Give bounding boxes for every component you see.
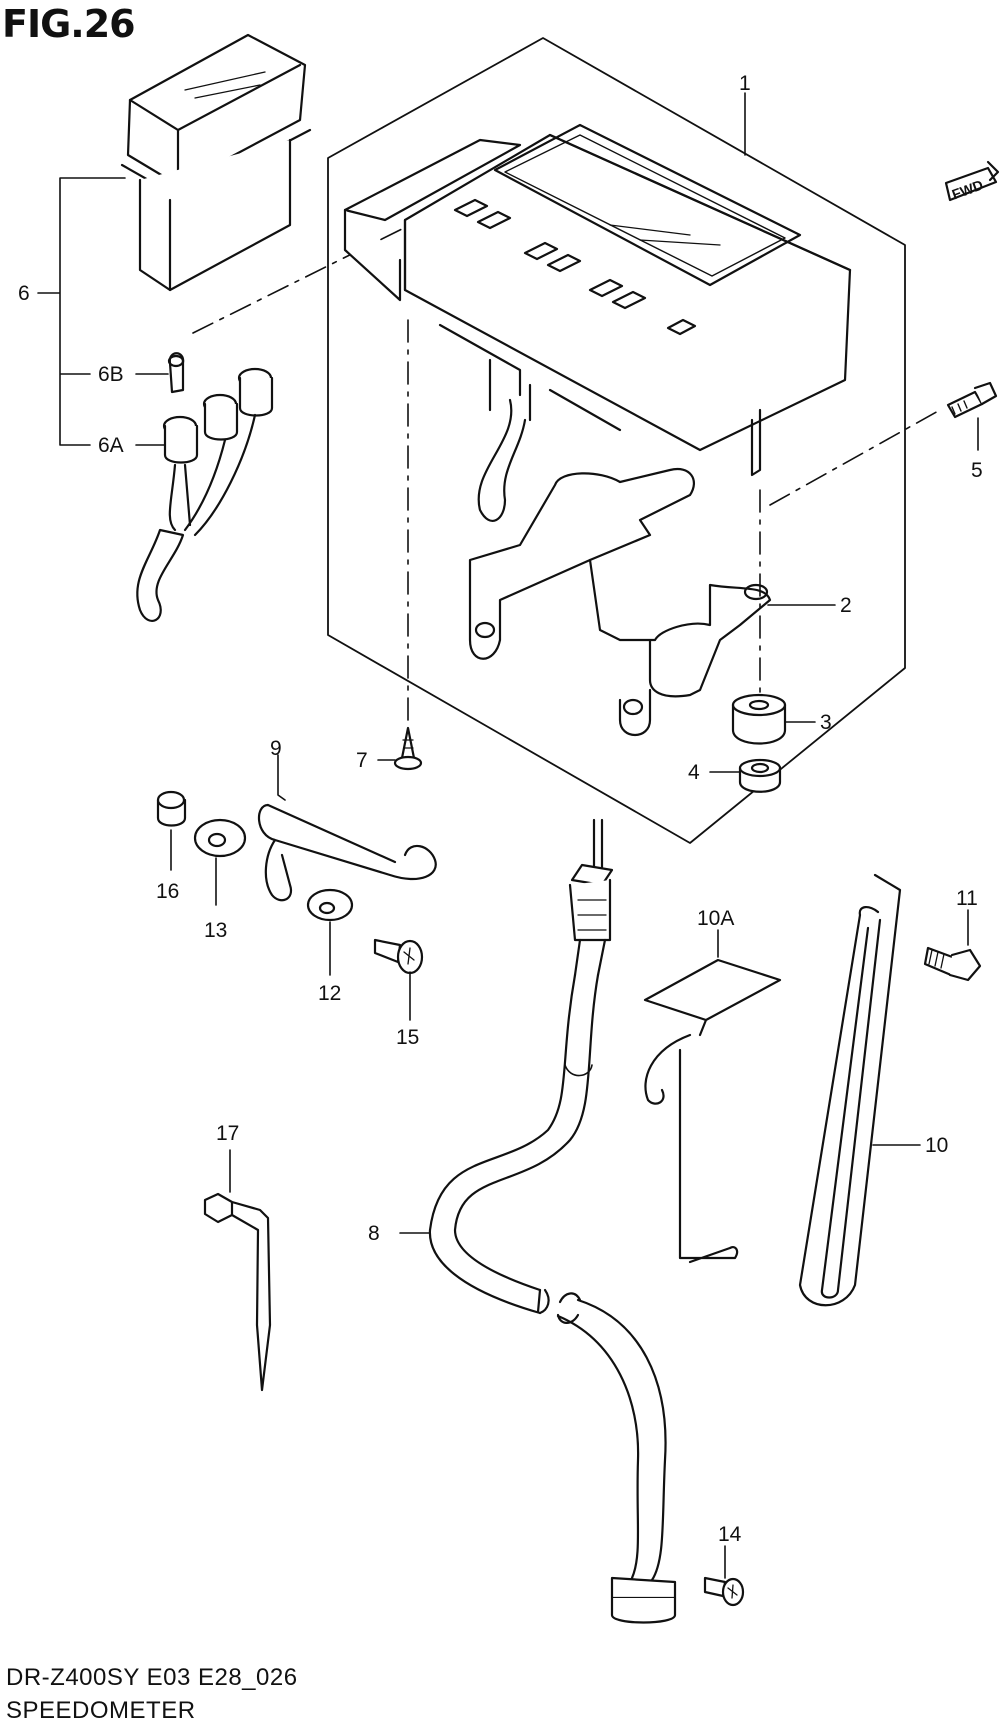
- screw-14: [703, 1576, 745, 1607]
- clamp-wire-9: [258, 803, 437, 902]
- callout-3: 3: [820, 711, 832, 734]
- callout-4: 4: [688, 761, 700, 784]
- band-10: [798, 873, 902, 1307]
- washer-12: [306, 888, 354, 922]
- callout-7: 7: [356, 749, 368, 772]
- tapping-screw-7: [393, 726, 423, 771]
- speedometer-cable: [428, 818, 677, 1624]
- flange-nut: [738, 758, 782, 793]
- assembly-boundary-box: [327, 37, 906, 844]
- callout-10a: 10A: [697, 907, 734, 930]
- callout-1: 1: [739, 72, 751, 95]
- bolt-5: [946, 381, 998, 419]
- figure-title: FIG.26: [2, 2, 136, 46]
- callout-6a: 6A: [98, 434, 124, 457]
- callout-13: 13: [204, 919, 227, 942]
- forward-direction-badge: FWD: [944, 160, 1000, 202]
- callout-2: 2: [840, 594, 852, 617]
- callout-8: 8: [368, 1222, 380, 1245]
- bolt-11: [923, 946, 982, 982]
- callout-5: 5: [971, 459, 983, 482]
- bolt-axis-line-5: [769, 409, 941, 506]
- callout-6b: 6B: [98, 363, 124, 386]
- callout-6: 6: [18, 282, 30, 305]
- screw-15: [373, 938, 424, 975]
- callout-12: 12: [318, 982, 341, 1005]
- section-name: SPEEDOMETER: [6, 1697, 196, 1724]
- meter-bracket: [468, 467, 772, 736]
- washer-13: [193, 818, 247, 858]
- callout-10: 10: [925, 1134, 948, 1157]
- bulb-socket-harness: [136, 352, 274, 622]
- callout-11: 11: [956, 887, 978, 910]
- rubber-cushion: [731, 693, 787, 745]
- nut-16: [156, 790, 187, 827]
- speedometer-meter-body: [343, 123, 852, 477]
- meter-cover: [120, 33, 312, 292]
- callout-9: 9: [270, 737, 282, 760]
- callout-leaders: [170, 92, 979, 1579]
- callout-15: 15: [396, 1026, 419, 1049]
- meter-wiring-lead: [477, 398, 527, 522]
- leader-6-bracket: [37, 177, 169, 446]
- callout-17: 17: [216, 1122, 239, 1145]
- callout-14: 14: [718, 1523, 742, 1546]
- wire-holder-10a: [643, 958, 782, 1264]
- model-code: DR-Z400SY E03 E28_026: [6, 1664, 298, 1691]
- cable-tie-17: [203, 1192, 272, 1392]
- callout-16: 16: [156, 880, 179, 903]
